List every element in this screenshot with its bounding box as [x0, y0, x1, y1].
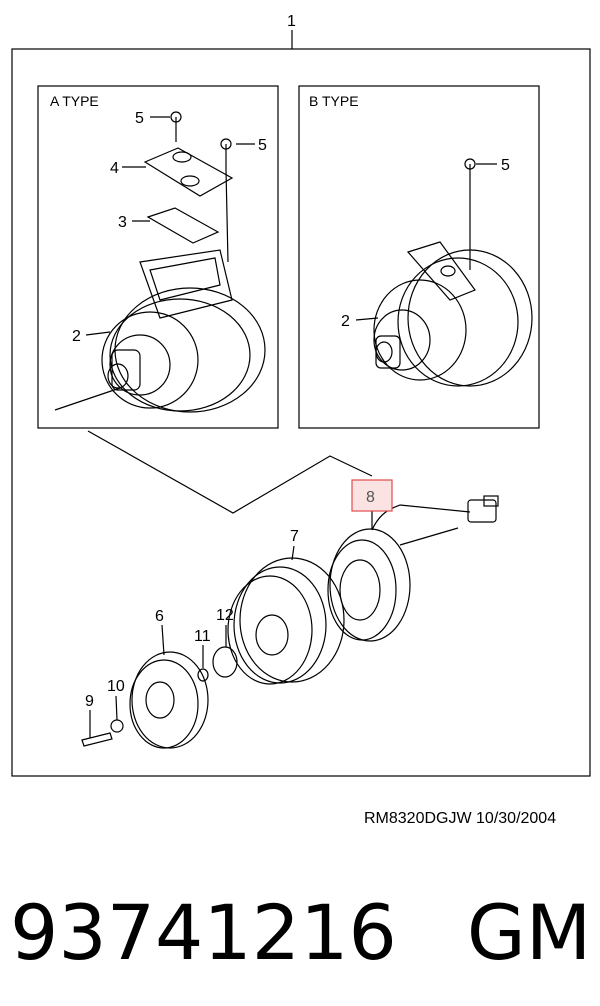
panel-b-frame [298, 85, 540, 429]
part-number: 93741216 [10, 888, 397, 977]
callout-a-5-right: 5 [258, 137, 267, 154]
outer-frame [11, 48, 591, 777]
callout-6: 6 [155, 608, 164, 625]
callout-b-2: 2 [341, 313, 350, 330]
parts-diagram: 1 A TYPE B TYPE 5 5 4 3 2 5 2 8 7 12 11 … [11, 13, 591, 777]
callout-a-4: 4 [110, 160, 119, 177]
callout-b-5: 5 [501, 157, 510, 174]
brand: GM [466, 888, 592, 977]
assembly-callout: 1 [287, 13, 296, 30]
callout-a-3: 3 [118, 214, 127, 231]
callout-11: 11 [194, 628, 211, 645]
callout-a-2: 2 [72, 328, 81, 345]
callout-a-5-left: 5 [135, 110, 144, 127]
callout-8-highlight [351, 479, 393, 512]
part-number-line: 93741216 GM [10, 878, 592, 988]
panel-b-title: B TYPE [309, 93, 359, 109]
clutch-drawing [81, 495, 499, 749]
callout-10: 10 [107, 678, 125, 695]
callout-9: 9 [85, 693, 94, 710]
callout-12: 12 [216, 607, 234, 624]
callout-8: 8 [366, 489, 375, 506]
drawing-reference: RM8320DGJW 10/30/2004 [364, 810, 557, 827]
callout-7: 7 [290, 528, 299, 545]
panel-a-title: A TYPE [50, 93, 99, 109]
panel-a-frame [37, 85, 279, 429]
compressor-b-drawing [355, 158, 533, 387]
compressor-a-drawing [85, 111, 266, 413]
